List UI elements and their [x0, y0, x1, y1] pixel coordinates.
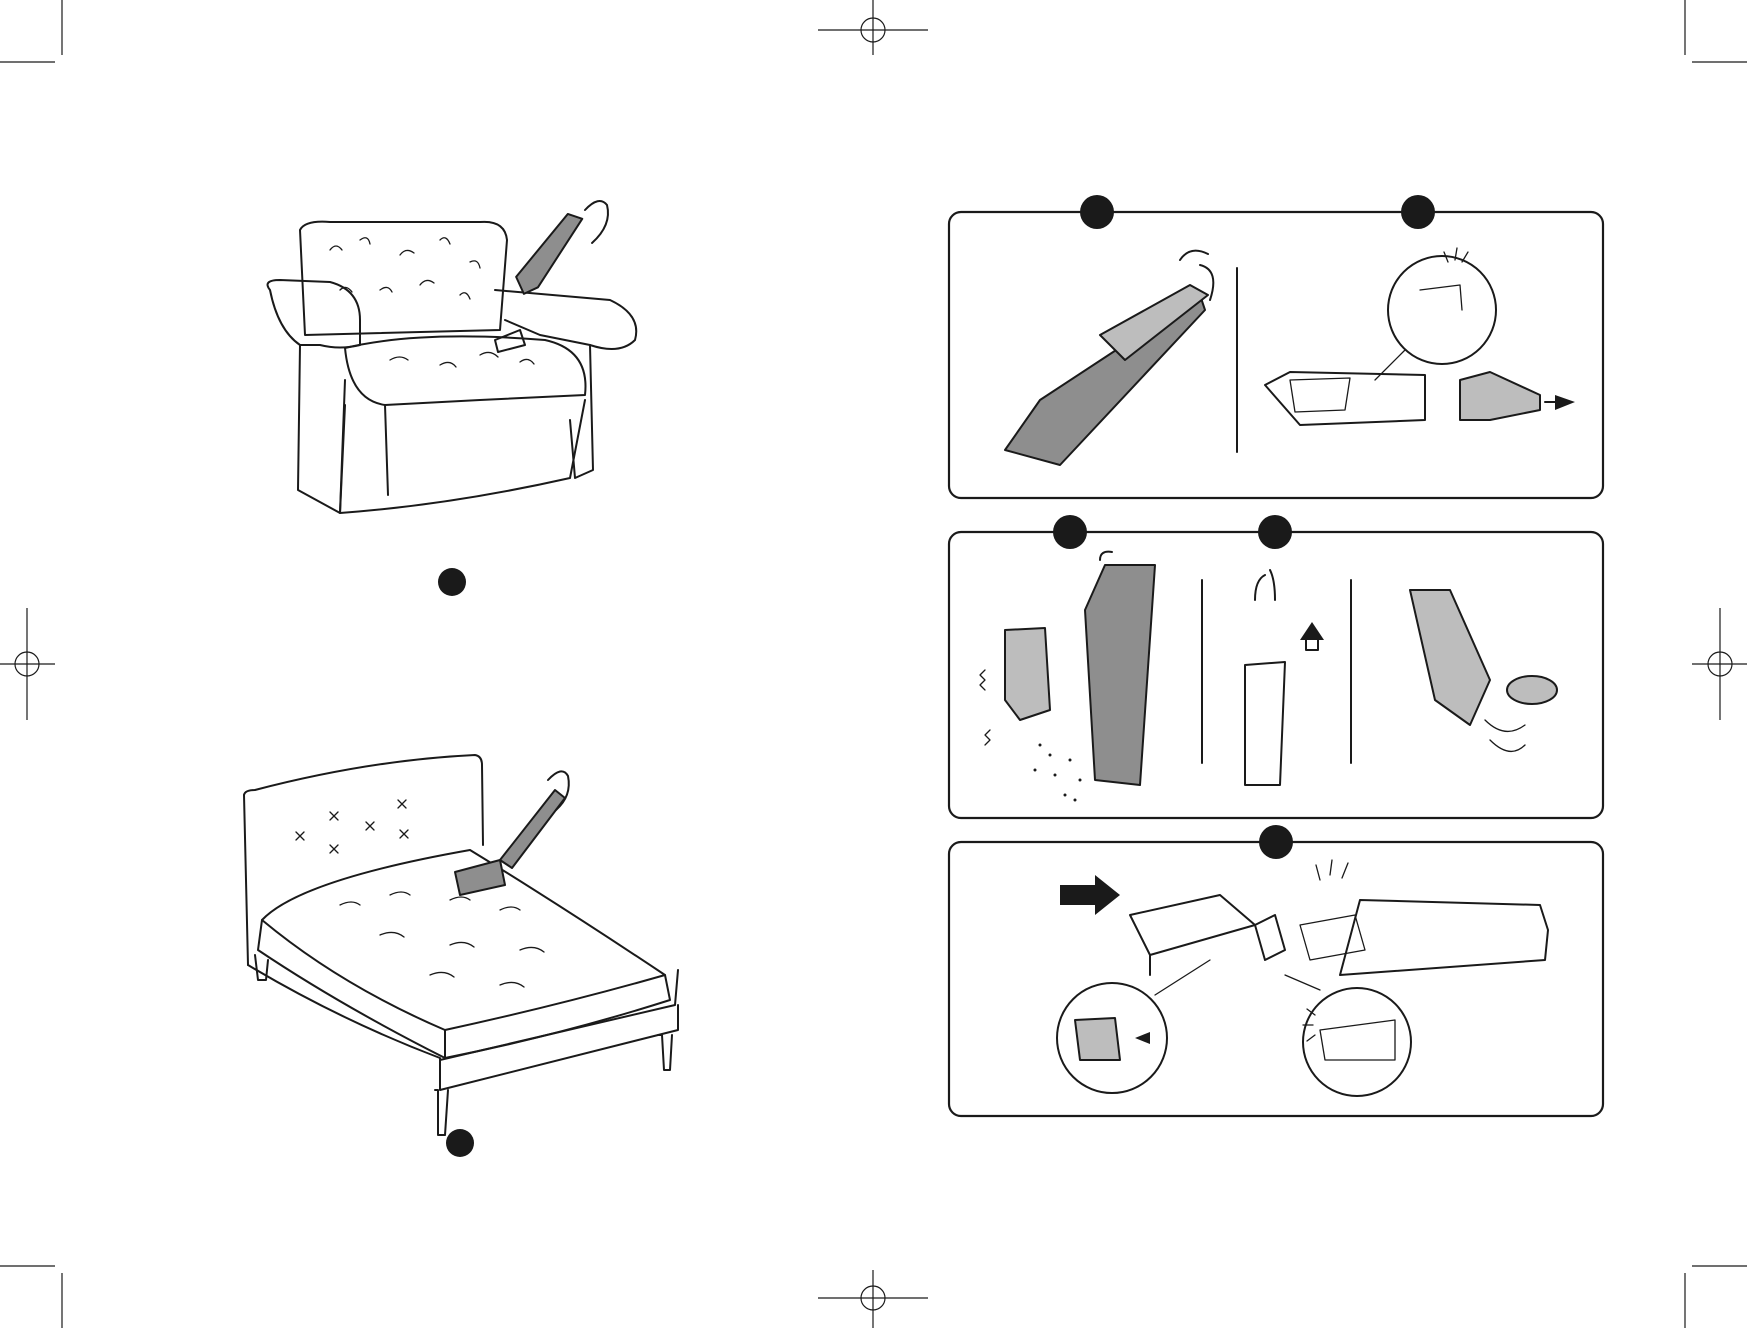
- panel-empty-and-clean-filter: [949, 515, 1603, 818]
- figure-marker-armchair: [438, 568, 466, 596]
- panel-reassemble: [949, 825, 1603, 1116]
- panel-remove-dust-container: [949, 195, 1603, 498]
- registration-mark-right: [1692, 608, 1747, 720]
- panel1-marker-a: [1080, 195, 1114, 229]
- panel2-marker-b: [1258, 515, 1292, 549]
- panel2-marker-a: [1053, 515, 1087, 549]
- bed-illustration: [244, 755, 678, 1135]
- panel1-marker-b: [1401, 195, 1435, 229]
- panel3-marker: [1259, 825, 1293, 859]
- registration-mark-top: [818, 0, 928, 55]
- registration-mark-bottom: [818, 1270, 928, 1328]
- registration-mark-left: [0, 608, 55, 720]
- figure-marker-bed: [446, 1129, 474, 1157]
- armchair-illustration: [268, 201, 637, 513]
